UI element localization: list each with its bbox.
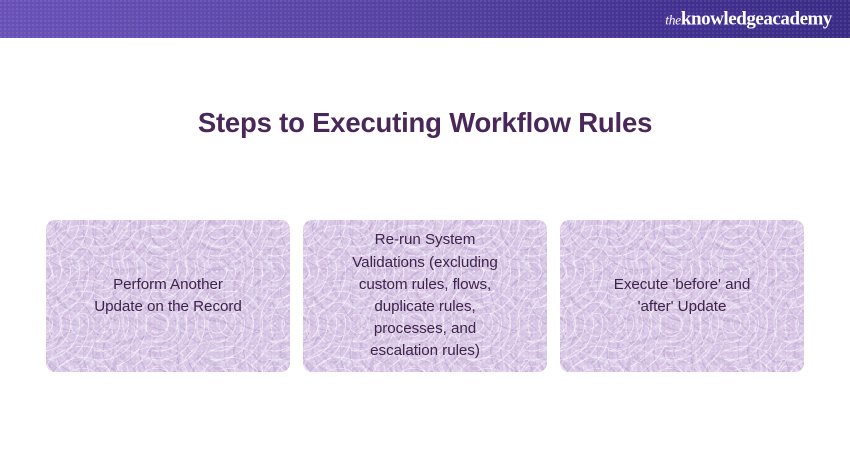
page-title: Steps to Executing Workflow Rules	[197, 107, 653, 138]
steps-card-row: Perform Another Update on the Record Re-…	[46, 220, 804, 372]
step-card-1-label: Perform Another Update on the Record	[94, 275, 242, 315]
step-card-2-label: Re-run System Validations (excluding cus…	[352, 231, 498, 360]
header-bar: theknowledgeacademy	[0, 0, 850, 38]
step-card-3[interactable]: Execute 'before' and 'after' Update	[560, 220, 804, 372]
step-card-2[interactable]: Re-run System Validations (excluding cus…	[303, 220, 547, 372]
brand-logo[interactable]: theknowledgeacademy	[665, 10, 832, 29]
brand-prefix-text: the	[665, 12, 681, 28]
step-card-3-label: Execute 'before' and 'after' Update	[613, 275, 751, 315]
brand-name-text: knowledgeacademy	[680, 8, 833, 30]
step-card-1[interactable]: Perform Another Update on the Record	[46, 220, 290, 372]
